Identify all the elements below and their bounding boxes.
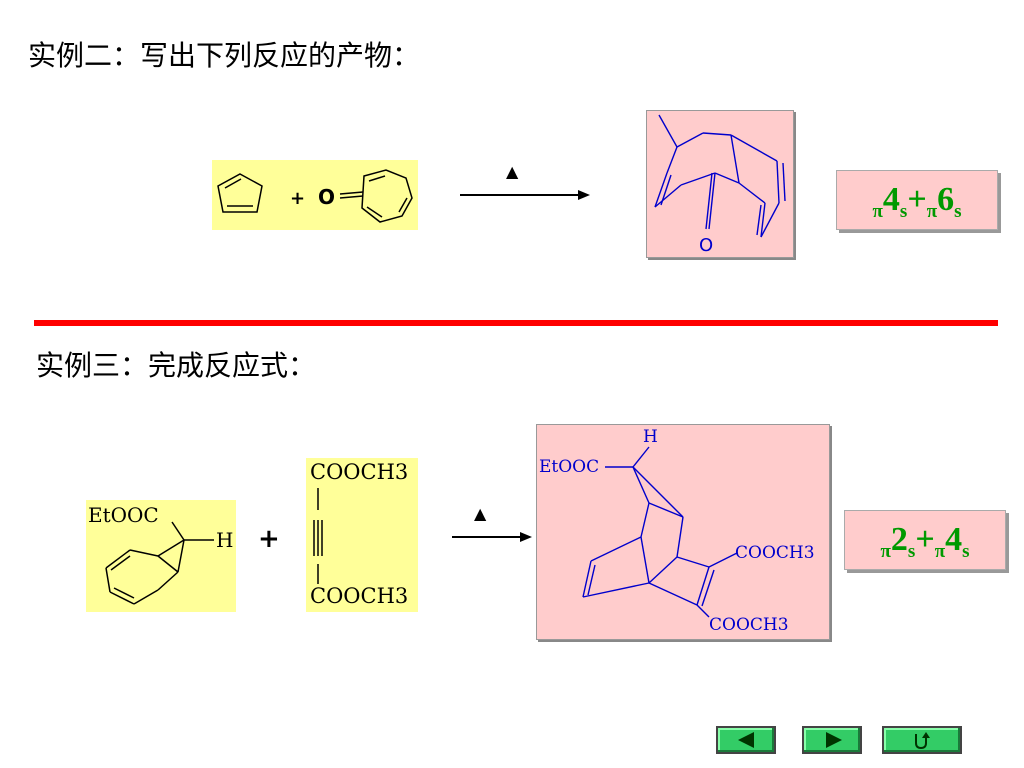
pi-symbol: π — [872, 201, 883, 222]
product-hydrogen: H — [643, 427, 658, 447]
previous-button[interactable] — [716, 726, 776, 754]
bicyclic-product-structure — [654, 114, 786, 238]
example2-symmetry-label: π4s+π6s — [836, 170, 998, 230]
electron-count: 4 — [945, 521, 963, 558]
suprafacial-s: s — [899, 201, 908, 222]
left-triangle-icon — [738, 732, 754, 748]
tropone-ring — [339, 169, 413, 223]
pi-symbol: π — [934, 541, 946, 562]
heat-symbol: ▲ — [474, 504, 487, 523]
cyclopentadiene — [217, 173, 263, 213]
norcaradiene-structure — [105, 521, 214, 605]
tropone-oxygen: O — [318, 185, 336, 209]
plus-sign: + — [258, 524, 280, 554]
top-coome-group: COOCH3 — [310, 460, 409, 484]
example3-product: H EtOOC COOCH3 COOCH3 — [536, 424, 830, 640]
reaction-arrow — [460, 190, 590, 200]
hydrogen-label: H — [216, 528, 234, 552]
product-etooc: EtOOC — [539, 457, 600, 477]
etooc-group: EtOOC — [88, 503, 159, 527]
label-plus: + — [915, 521, 935, 558]
return-button[interactable] — [882, 726, 962, 754]
pi-symbol: π — [926, 201, 938, 222]
product-coome-2: COOCH3 — [709, 615, 789, 635]
example3-symmetry-label: π2s+π4s — [844, 510, 1006, 570]
pi-symbol: π — [880, 541, 891, 562]
example3-reactant2: COOCH3 COOCH3 — [306, 458, 418, 612]
product-carbonyl-oxygen: O — [699, 235, 714, 256]
product-coome-1: COOCH3 — [735, 543, 815, 563]
reaction-arrow — [452, 532, 532, 542]
right-triangle-icon — [826, 732, 842, 748]
electron-count: 6 — [937, 181, 955, 218]
heat-symbol: ▲ — [506, 162, 519, 181]
bottom-coome-group: COOCH3 — [310, 584, 409, 608]
example3-reactant1: EtOOC H — [86, 500, 236, 612]
suprafacial-s: s — [954, 201, 962, 222]
cyclopentadiene-and-tropone-structures — [217, 169, 413, 223]
example3-title: 实例三：完成反应式： — [36, 349, 317, 382]
next-button[interactable] — [802, 726, 862, 754]
suprafacial-s: s — [962, 541, 970, 562]
tricyclic-product-structure — [582, 446, 738, 618]
example2-title: 实例二：写出下列反应的产物： — [28, 39, 421, 72]
alkyne-triple-bond — [313, 488, 323, 584]
red-divider — [34, 320, 998, 326]
suprafacial-s: s — [907, 541, 916, 562]
example2-product: O — [646, 110, 794, 258]
plus-sign: + — [290, 188, 306, 209]
example2-reactants: + O — [212, 160, 418, 230]
electron-count: 4 — [882, 181, 900, 218]
electron-count: 2 — [890, 521, 908, 558]
u-turn-arrow-icon — [915, 732, 930, 750]
label-plus: + — [907, 181, 927, 218]
